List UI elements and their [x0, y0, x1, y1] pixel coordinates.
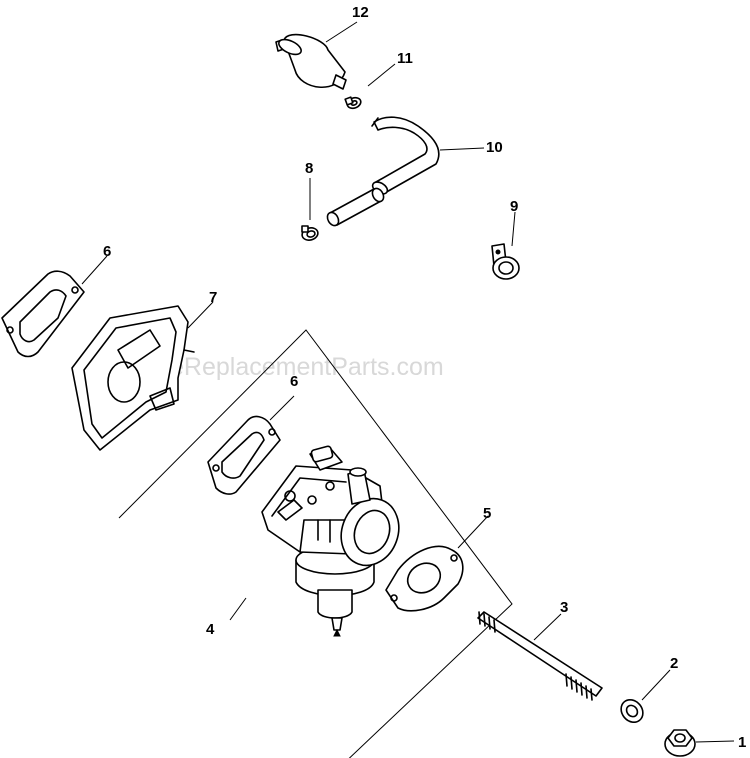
callout-9: 9	[510, 198, 518, 215]
heat-shield-plate	[71, 305, 195, 451]
carburetor	[261, 445, 400, 637]
callout-12: 12	[352, 4, 369, 21]
callout-7: 7	[209, 289, 217, 306]
callouts: 12 11 10 8 9 6 7 6 5 4 3 2 1	[103, 4, 746, 751]
fuel-hose-straight	[326, 187, 385, 227]
fuel-line-bent	[371, 116, 440, 195]
callout-6-lower: 6	[290, 373, 298, 390]
fuel-filter	[275, 33, 347, 90]
assembly-bracket	[118, 329, 513, 758]
leader-lines	[81, 21, 735, 743]
gasket-lower	[207, 415, 281, 495]
watermark: eReplacementParts.com	[170, 353, 444, 381]
callout-4: 4	[206, 621, 215, 638]
gasket-upper	[1, 270, 85, 358]
mounting-stud	[477, 611, 603, 701]
callout-11: 11	[397, 50, 413, 67]
flat-washer	[620, 698, 644, 724]
callout-1: 1	[738, 734, 746, 751]
hose-clamp-lower	[301, 225, 319, 241]
callout-8: 8	[305, 160, 313, 177]
line-clip	[491, 243, 520, 280]
hose-clamp-upper	[344, 96, 362, 110]
callout-3: 3	[560, 599, 568, 616]
flange-nut	[664, 729, 696, 757]
callout-5: 5	[483, 505, 491, 522]
callout-10: 10	[486, 139, 503, 156]
gasket-intake	[385, 545, 464, 612]
callout-2: 2	[670, 655, 678, 672]
callout-6-upper: 6	[103, 243, 111, 260]
